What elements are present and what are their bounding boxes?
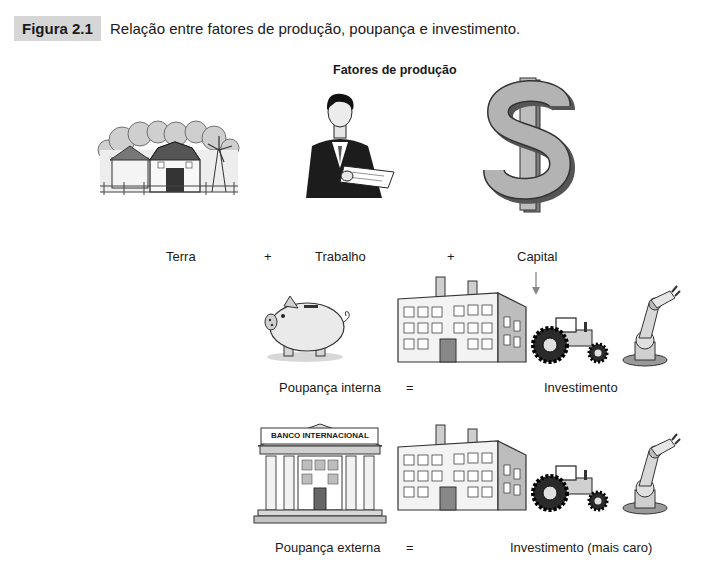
- operator-sign: =: [406, 380, 414, 396]
- operator-sign: +: [447, 249, 455, 265]
- piggy-bank-illustration: [265, 296, 349, 362]
- factor-label: Trabalho: [315, 249, 366, 265]
- figure-caption: Relação entre fatores de produção, poupa…: [110, 20, 520, 37]
- capital-dollar-illustration: [494, 78, 564, 212]
- worker-illustration: [306, 94, 394, 198]
- savings-label: Poupança externa: [275, 540, 381, 556]
- investment-label: Investimento: [544, 380, 618, 396]
- section-heading: Fatores de produção: [333, 63, 457, 78]
- factor-label: Terra: [166, 249, 196, 265]
- figure-title: Figura 2.1: [14, 16, 101, 41]
- investment-illustration: [398, 277, 680, 366]
- operator-sign: =: [406, 540, 414, 556]
- bank-sign: BANCO INTERNACIONAL: [270, 431, 370, 441]
- investment-illustration: [398, 425, 680, 514]
- savings-label: Poupança interna: [279, 380, 381, 396]
- factor-label: Capital: [517, 249, 557, 265]
- operator-sign: +: [264, 249, 272, 265]
- farm-illustration: [98, 121, 239, 195]
- arrow-head: [532, 287, 540, 295]
- investment-label: Investimento (mais caro): [510, 540, 652, 556]
- leader-arrow: [535, 272, 536, 288]
- bank-illustration: [254, 424, 386, 523]
